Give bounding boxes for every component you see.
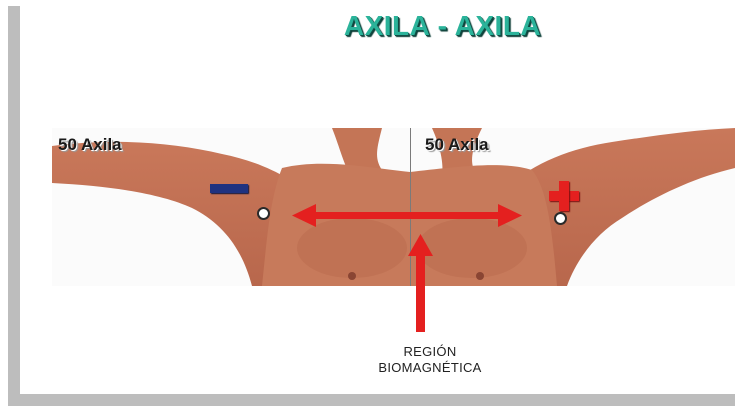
vertical-up-arrow [408, 234, 433, 332]
region-caption: REGIÓN BIOMAGNÉTICA [340, 344, 520, 376]
caption-line-1: REGIÓN [340, 344, 520, 360]
horizontal-double-arrow [292, 204, 522, 227]
caption-line-2: BIOMAGNÉTICA [340, 360, 520, 376]
